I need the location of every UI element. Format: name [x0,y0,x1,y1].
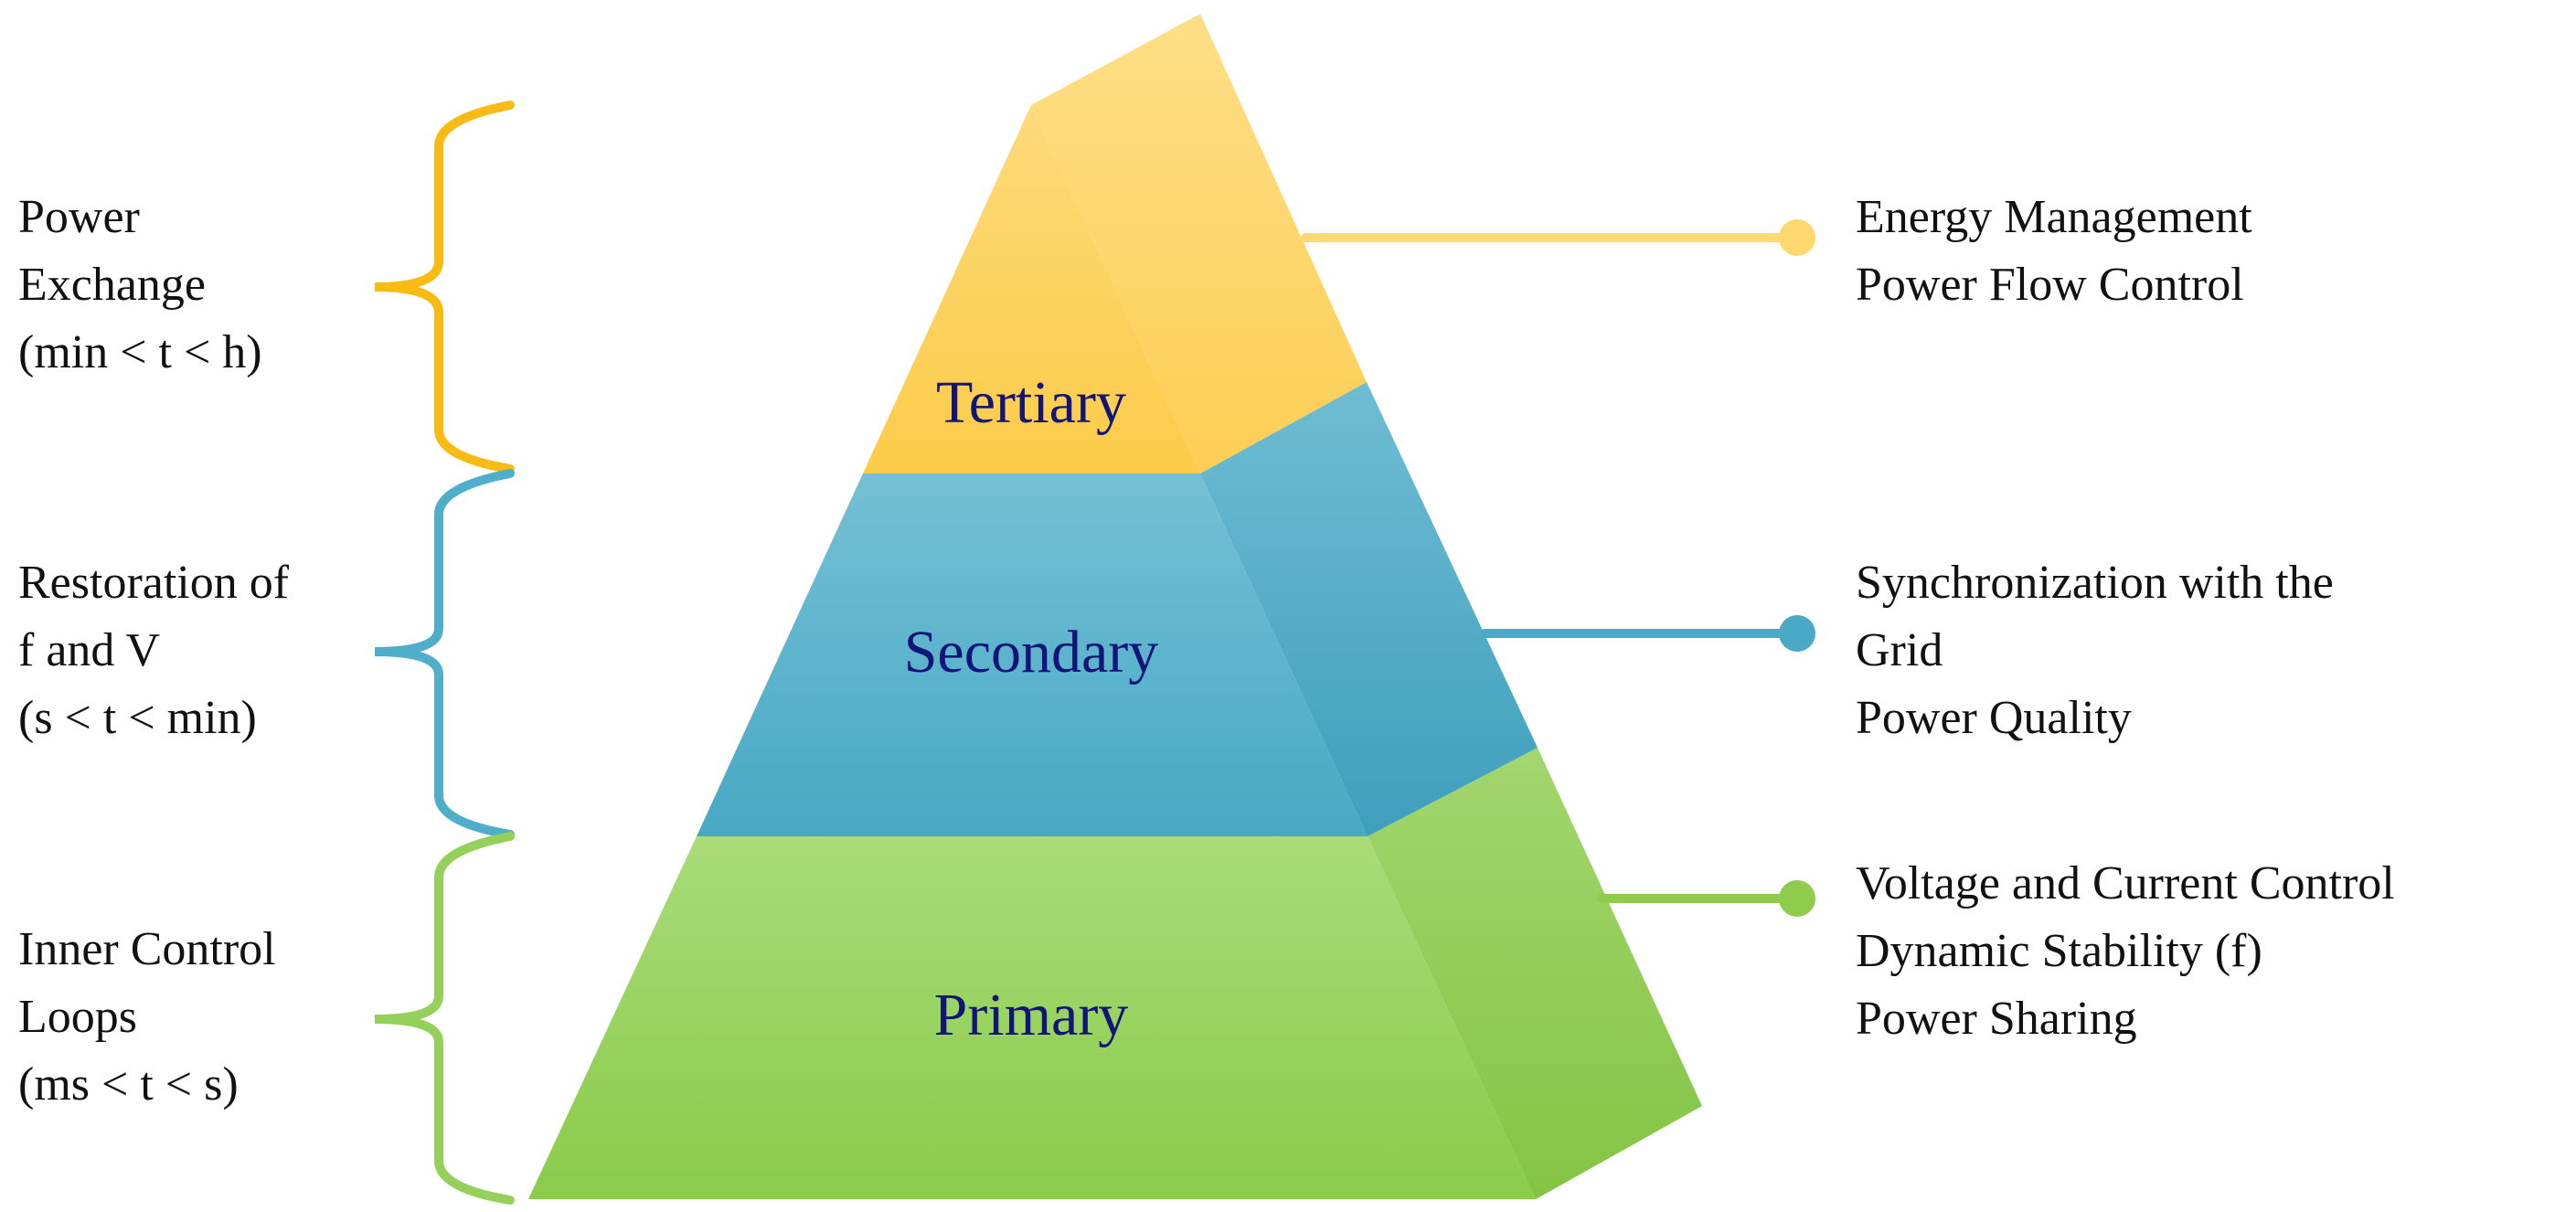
left-label-secondary-line-1: Restoration of [18,557,290,609]
secondary-front-face [697,473,1368,836]
secondary-side-face [1200,382,1538,836]
left-label-primary-line-1: Inner Control [18,923,276,975]
pyramid: Tertiary Secondary Primary [528,14,1702,1199]
left-labels: Power Exchange (min < t < h) Restoration… [18,191,290,1111]
connector-dot-secondary [1779,615,1815,652]
tertiary-side-face [1031,14,1367,473]
primary-front-face [528,836,1536,1199]
right-connectors [1301,219,1815,917]
right-label-secondary-line-3: Power Quality [1856,692,2132,744]
right-label-secondary-line-1: Synchronization with the [1856,557,2334,609]
tier-label-secondary: Secondary [904,619,1159,686]
brace-tertiary [374,101,515,473]
left-label-primary-line-3: (ms < t < s) [18,1058,239,1111]
right-label-primary-line-3: Power Sharing [1856,993,2137,1045]
primary-side-face [1368,748,1702,1199]
tier-label-primary: Primary [934,982,1129,1048]
left-label-secondary-line-2: f and V [18,624,160,676]
connector-dot-primary [1779,880,1815,917]
right-label-primary-line-1: Voltage and Current Control [1856,857,2395,909]
tertiary-front-face [863,105,1200,473]
right-labels: Energy Management Power Flow Control Syn… [1856,191,2395,1045]
right-label-tertiary-line-1: Energy Management [1856,191,2252,243]
brace-secondary [374,469,515,839]
right-label-tertiary-line-2: Power Flow Control [1856,259,2244,311]
right-label-secondary-line-2: Grid [1856,624,1943,676]
right-label-primary-line-2: Dynamic Stability (f) [1856,925,2262,977]
connector-dot-tertiary [1779,219,1815,256]
brace-primary [374,832,515,1205]
left-label-secondary-line-3: (s < t < min) [18,692,257,744]
left-label-tertiary-line-2: Exchange [18,259,206,311]
tier-label-tertiary: Tertiary [936,369,1126,436]
left-braces [374,101,515,1205]
left-label-tertiary-line-1: Power [18,191,140,243]
left-label-primary-line-2: Loops [18,991,137,1043]
left-label-tertiary-line-3: (min < t < h) [18,326,262,378]
